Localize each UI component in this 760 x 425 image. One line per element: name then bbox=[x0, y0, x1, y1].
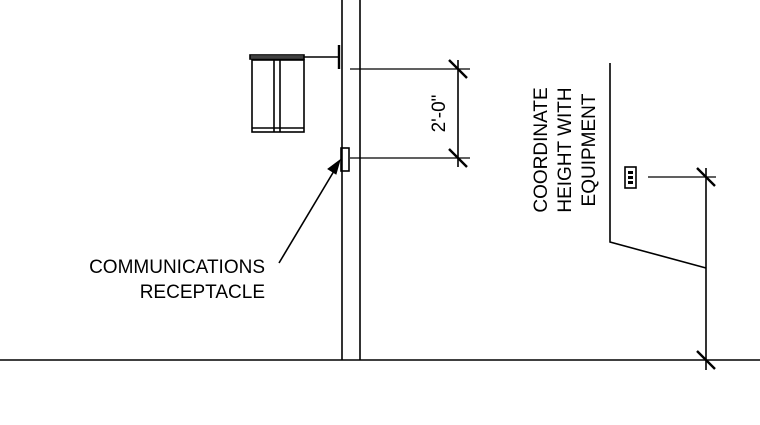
equipment-outline bbox=[609, 63, 707, 269]
note-line-2: HEIGHT WITH bbox=[555, 87, 576, 212]
wall-mounted-fixture bbox=[249, 45, 341, 133]
leader-arrow bbox=[278, 158, 341, 264]
outlet-symbol bbox=[624, 166, 637, 189]
dimension-label: 2'-0" bbox=[429, 95, 450, 133]
note-line-1: COORDINATE bbox=[531, 87, 552, 212]
wall bbox=[341, 0, 361, 360]
communications-receptacle bbox=[340, 147, 350, 172]
note-line-3: EQUIPMENT bbox=[579, 93, 600, 206]
dimension-right bbox=[648, 167, 716, 370]
callout-line-1: COMMUNICATIONS bbox=[89, 257, 265, 278]
dimension-2ft bbox=[350, 59, 470, 168]
callout-line-2: RECEPTACLE bbox=[140, 282, 265, 303]
